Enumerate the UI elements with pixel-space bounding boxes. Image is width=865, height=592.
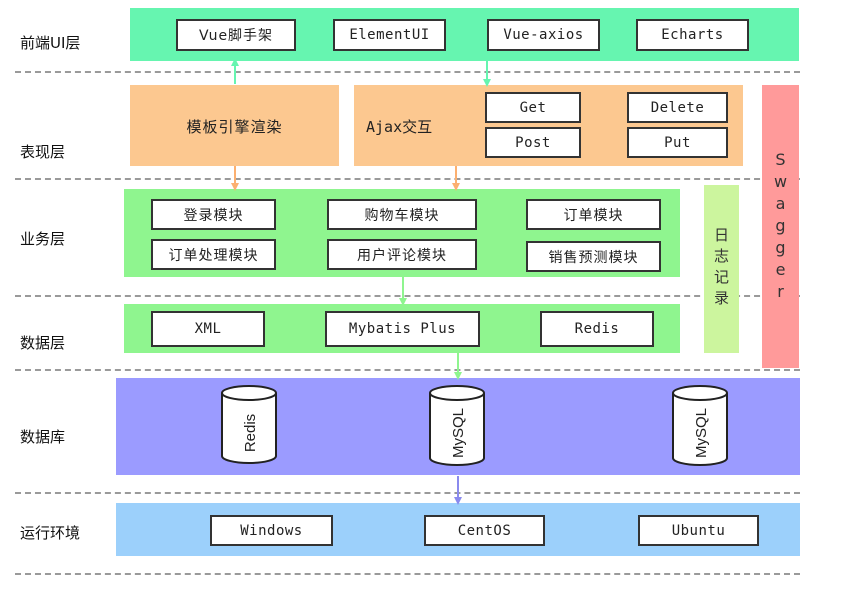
separator: [15, 369, 800, 371]
layer-label-runtime: 运行环境: [20, 524, 81, 542]
separator: [15, 295, 800, 297]
data-item-redis: Redis: [540, 311, 654, 347]
database-label-redis: Redis: [242, 414, 259, 452]
separator: [15, 492, 800, 494]
module-login: 登录模块: [151, 199, 276, 230]
layer-label-database: 数据库: [20, 428, 66, 446]
module-user-review: 用户评论模块: [327, 239, 477, 270]
frontend-item-elementui: ElementUI: [333, 19, 446, 51]
method-delete: Delete: [627, 92, 728, 123]
method-put: Put: [627, 127, 728, 158]
database-cylinder-mysql-secondary: MySQL: [672, 385, 728, 466]
ajax-label: Ajax交互: [366, 118, 433, 136]
runtime-windows: Windows: [210, 515, 333, 546]
frontend-item-vue-cli: Vue脚手架: [176, 19, 296, 51]
log-sidebar-label: 日志记录: [712, 227, 730, 311]
presentation-template-band: [130, 85, 339, 166]
method-post: Post: [485, 127, 581, 158]
layer-label-business: 业务层: [20, 230, 66, 248]
separator: [15, 573, 800, 575]
database-label-mysql-secondary: MySQL: [693, 408, 710, 458]
layer-label-frontend: 前端UI层: [20, 34, 81, 52]
module-order-processing: 订单处理模块: [151, 239, 276, 270]
template-engine-label: 模板引擎渲染: [186, 118, 283, 136]
database-cylinder-mysql-primary: MySQL: [429, 385, 485, 466]
separator: [15, 178, 800, 180]
frontend-item-vue-axios: Vue-axios: [487, 19, 600, 51]
log-sidebar: 日志记录: [704, 185, 739, 353]
runtime-centos: CentOS: [424, 515, 545, 546]
module-sales-forecast: 销售预测模块: [526, 241, 661, 272]
data-item-xml: XML: [151, 311, 265, 347]
database-label-mysql-primary: MySQL: [450, 408, 467, 458]
swagger-sidebar: Swagger: [762, 85, 799, 368]
layer-label-presentation: 表现层: [20, 143, 66, 161]
module-cart: 购物车模块: [327, 199, 477, 230]
layer-label-data: 数据层: [20, 334, 66, 352]
runtime-ubuntu: Ubuntu: [638, 515, 759, 546]
swagger-sidebar-label: Swagger: [771, 149, 790, 304]
method-get: Get: [485, 92, 581, 123]
frontend-item-echarts: Echarts: [636, 19, 749, 51]
separator: [15, 71, 800, 73]
database-cylinder-redis: Redis: [221, 385, 277, 464]
data-item-mybatis-plus: Mybatis Plus: [325, 311, 480, 347]
module-order: 订单模块: [526, 199, 661, 230]
